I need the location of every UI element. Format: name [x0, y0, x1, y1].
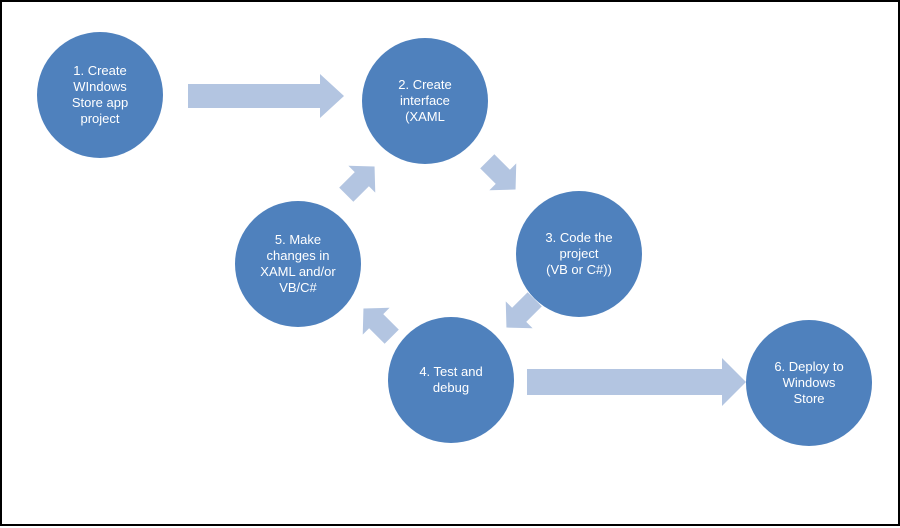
arrow-step4-to-step5 [362, 307, 399, 344]
step-5-circle: 5. Make changes in XAML and/or VB/C# [235, 201, 361, 327]
step-3-circle: 3. Code the project (VB or C#)) [516, 191, 642, 317]
step-4-circle: 4. Test and debug [388, 317, 514, 443]
step-2-circle: 2. Create interface (XAML [362, 38, 488, 164]
arrow-step4-to-step6 [527, 358, 746, 406]
arrow-step5-to-step2 [339, 165, 376, 202]
step-1-circle: 1. Create WIndows Store app project [37, 32, 163, 158]
step-6-circle: 6. Deploy to Windows Store [746, 320, 872, 446]
arrow-step3-to-step4 [505, 292, 542, 329]
arrow-step1-to-step2 [188, 74, 344, 118]
arrow-step2-to-step3 [480, 154, 517, 191]
